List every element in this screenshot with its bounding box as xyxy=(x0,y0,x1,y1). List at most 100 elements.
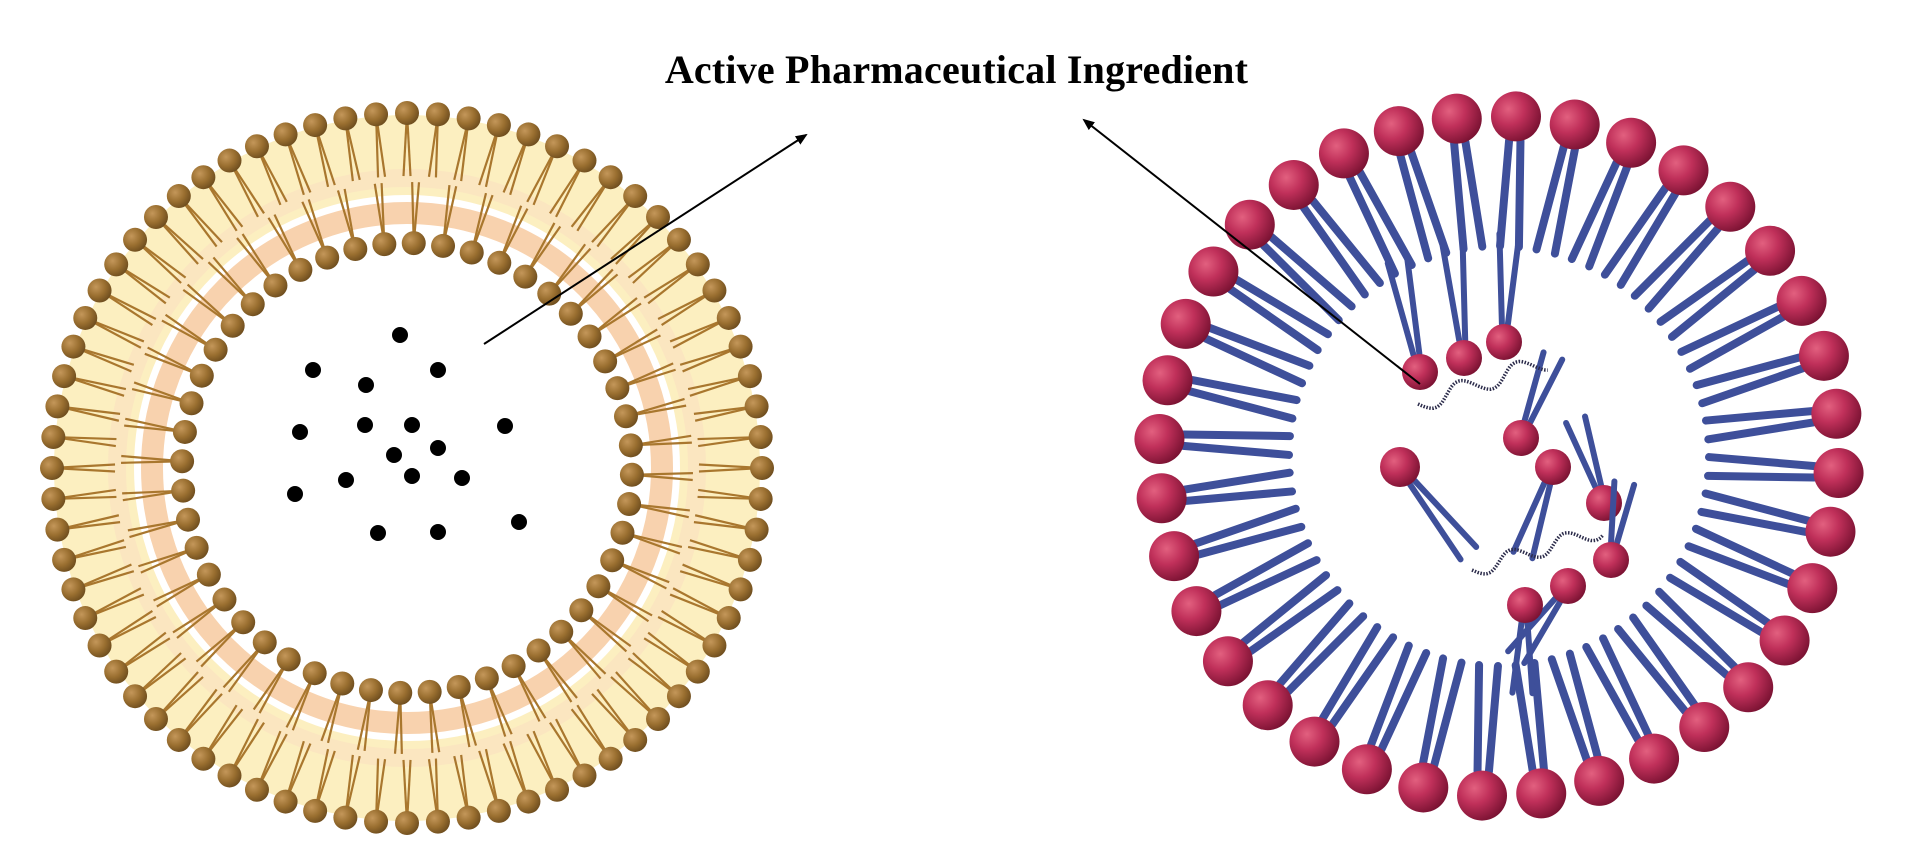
liposome-lipid-head xyxy=(737,364,762,389)
nanoparticle-lipid-tail xyxy=(1614,624,1690,716)
liposome-lipid-head xyxy=(179,391,204,416)
liposome-lipid-head xyxy=(176,507,201,532)
internal-lipid-tail xyxy=(1563,419,1599,490)
nanoparticle-lipid-head xyxy=(1149,531,1200,582)
nanoparticle-lipid-tail xyxy=(1226,285,1322,355)
liposome-lipid-head xyxy=(474,666,499,691)
nanoparticle-lipid-tail xyxy=(1692,353,1804,390)
drug-particle xyxy=(386,447,402,463)
liposome-lipid-head xyxy=(516,789,541,814)
nanoparticle-lipid-tail xyxy=(1704,418,1818,444)
liposome-lipid-head xyxy=(240,292,265,317)
nanoparticle-lipid-tail xyxy=(1201,334,1307,388)
liposome-lipid-head xyxy=(87,633,112,658)
internal-lipid-head xyxy=(1550,568,1586,604)
nanoparticle-lipid-head xyxy=(1805,506,1856,557)
liposome-band-outer xyxy=(54,115,760,821)
liposome-lipid-head xyxy=(702,633,727,658)
liposome-lipid-head xyxy=(744,394,769,419)
liposome-lipid-head xyxy=(191,746,216,771)
liposome-lipid-head xyxy=(343,237,368,262)
internal-lipid-tail xyxy=(1439,243,1463,344)
liposome-lipid-head xyxy=(618,433,643,458)
nanoparticle-lipid-tail xyxy=(1259,241,1343,325)
liposome-lipid-head xyxy=(184,535,209,560)
liposome-lipid-head xyxy=(549,619,574,644)
liposome-lipid-head xyxy=(728,577,753,602)
liposome-lipid-head xyxy=(487,250,512,275)
internal-lipid-head xyxy=(1535,449,1571,485)
nanoparticle-lipid-tail xyxy=(1355,168,1416,269)
liposome-lipid-head xyxy=(244,777,269,802)
liposome-lipid-head xyxy=(558,301,583,326)
liposome-lipid-head xyxy=(333,805,358,830)
nanoparticle-lipid-head xyxy=(1798,330,1849,381)
nanoparticle-lipid-head xyxy=(1759,615,1810,666)
liposome-lipid-head xyxy=(123,684,148,709)
drug-particle xyxy=(358,377,374,393)
liposome-lipid-head xyxy=(666,227,691,252)
liposome-lipid-heads xyxy=(40,101,774,835)
nanoparticle-lipid-tail xyxy=(1239,571,1331,647)
liposome-lipid-head xyxy=(486,113,511,138)
nanoparticle-lipid-tail xyxy=(1676,557,1772,627)
liposome-lipid-head xyxy=(217,763,242,788)
internal-lipid-tail xyxy=(1384,260,1417,358)
nanoparticle-lipid-tail xyxy=(1629,613,1699,709)
nanoparticle-lipid-tail xyxy=(1532,142,1568,254)
liposome-lipid-head xyxy=(166,184,191,209)
internal-lipid-tail xyxy=(1504,231,1523,328)
liposome-lipid-head xyxy=(315,245,340,270)
nanoparticle-lipid-head xyxy=(1398,762,1449,813)
nanoparticle-lipid-head xyxy=(1268,159,1319,210)
liposome-lipid-head xyxy=(143,204,168,229)
nanoparticle-lipid-tail xyxy=(1616,189,1680,289)
nanoparticle-lipid-tail xyxy=(1684,542,1792,589)
internal-lipid-head xyxy=(1380,447,1420,487)
liposome-lipid-head xyxy=(600,548,625,573)
liposome-lipid-head xyxy=(572,148,597,173)
drug-particle xyxy=(430,362,446,378)
liposome-lipid-head xyxy=(737,547,762,572)
liposome-lipid-head xyxy=(750,456,774,480)
liposome-lipid-head xyxy=(244,134,269,159)
nanoparticle-lipid-tail xyxy=(1206,323,1314,370)
liposome-lipid-head xyxy=(45,517,70,542)
liposome-lipid-head xyxy=(170,449,195,474)
liposome-lipid-head xyxy=(388,680,413,705)
drug-particle xyxy=(497,418,513,434)
nanoparticle-lipid-head xyxy=(1171,586,1222,637)
liposome-lipid-head xyxy=(61,334,86,359)
nanoparticle-lipid-tail xyxy=(1419,654,1448,767)
liposome-lipid-head xyxy=(372,232,397,257)
nanoparticle-lipid-tail xyxy=(1666,573,1766,637)
internal-lipid-head xyxy=(1507,587,1543,623)
liposome-lipid-head xyxy=(191,165,216,190)
nanoparticle-lipid-tail xyxy=(1567,158,1621,264)
liposome-lipid-head xyxy=(598,165,623,190)
liposome-lipid-head xyxy=(288,257,313,282)
liposome-lipid-head xyxy=(666,684,691,709)
nanoparticle-lipid-head xyxy=(1188,246,1239,297)
nanoparticle-lipid-head xyxy=(1457,770,1508,821)
liposome-lipid-head xyxy=(646,204,671,229)
liposome-lipid-head xyxy=(456,805,481,830)
internal-lipid-head xyxy=(1446,340,1482,376)
nanoparticle-lipid-head xyxy=(1813,447,1864,498)
liposome-lipid-head xyxy=(104,252,129,277)
nanoparticle-lipid-head xyxy=(1341,744,1392,795)
nanoparticle-lipid-tail xyxy=(1496,136,1514,251)
nanoparticle-lipid-head xyxy=(1776,275,1827,326)
nanoparticle-lipid-tail xyxy=(1704,453,1819,471)
liposome-lipid-head xyxy=(41,486,66,511)
drug-particle xyxy=(454,470,470,486)
liposome-lipid-head xyxy=(358,678,383,703)
liposome-lipid-head xyxy=(252,630,277,655)
nanoparticle-lipid-tail xyxy=(1299,203,1369,299)
liposome-lipid-head xyxy=(143,707,168,732)
liposome-lipid-head xyxy=(203,337,228,362)
nanoparticle-lipid-tail xyxy=(1677,302,1782,356)
liposome-lipid-head xyxy=(45,394,70,419)
nanoparticle-lipid-tail xyxy=(1328,633,1398,729)
